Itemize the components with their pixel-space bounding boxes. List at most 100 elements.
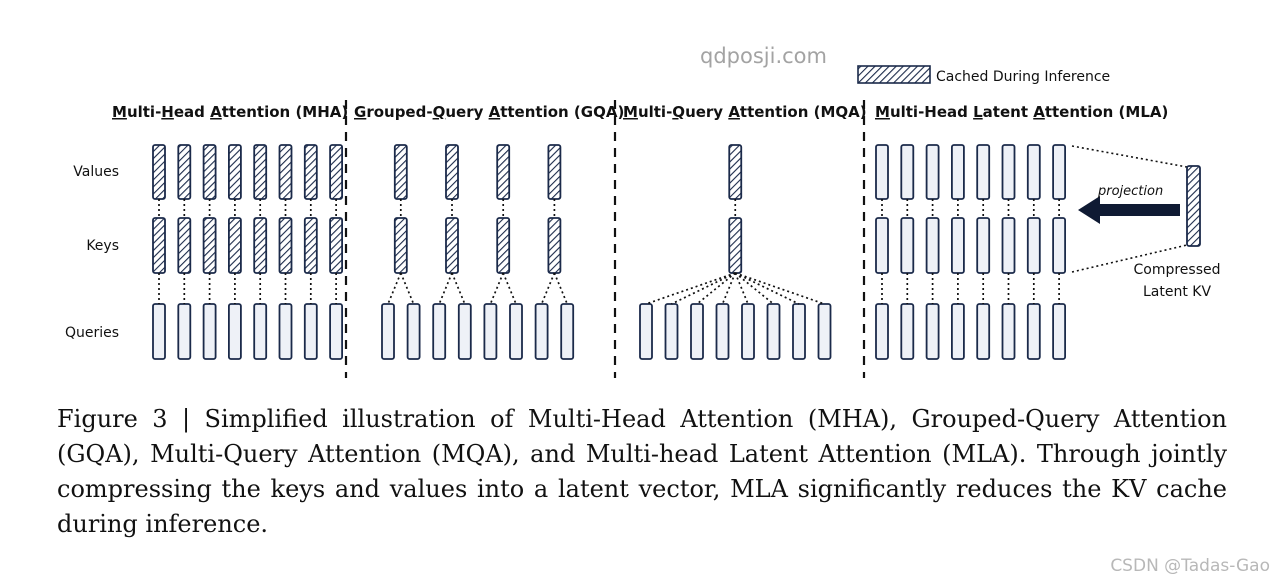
row-label-queries: Queries [65,325,119,341]
query-vector [715,303,730,360]
query-vector [951,303,965,360]
key-vector [329,217,344,274]
value-vector [393,144,408,200]
value-vector [329,144,344,200]
mqa-panel [639,144,832,360]
query-vector [1052,303,1066,360]
attention-diagram: Cached During Inference Multi-Head Atten… [65,65,1221,378]
query-vector [202,303,217,360]
query-vector [432,303,447,360]
query-vector [925,303,940,360]
value-vector [900,144,915,200]
value-vector [202,144,217,200]
key-vector [925,217,940,274]
value-vector [496,144,511,200]
key-vector [152,217,166,274]
key-query-link [734,272,749,305]
query-vector [560,303,575,360]
key-query-link [489,272,504,305]
value-vector [253,144,268,200]
value-vector [1052,144,1066,200]
latent-label-line2: Latent KV [1143,284,1211,300]
query-vector [976,303,991,360]
figure-caption: Figure 3 | Simplified illustration of Mu… [57,405,1227,538]
value-vector [152,144,166,200]
key-query-link [671,272,736,305]
key-query-link [734,272,825,305]
key-vector [976,217,991,274]
query-vector [1001,303,1016,360]
value-vector [445,144,459,200]
key-vector [445,217,459,274]
key-query-link [734,272,800,305]
value-vector [1026,144,1041,200]
query-vector [875,303,889,360]
mqa-title: Multi-Query Attention (MQA) [623,103,867,121]
query-vector [303,303,318,360]
query-vector [1026,303,1041,360]
query-vector [483,303,498,360]
key-query-link [645,272,736,305]
query-vector [406,303,421,360]
key-query-link [400,272,415,305]
key-vector [900,217,915,274]
key-vector [951,217,965,274]
legend: Cached During Inference [857,65,1110,85]
query-vector [177,303,192,360]
query-vector [329,303,344,360]
key-query-link [721,272,737,305]
key-query-link [696,272,736,305]
watermark-top: qdposji.com [700,44,827,68]
value-vector [547,144,562,200]
query-vector [741,303,755,360]
key-vector [202,217,217,274]
key-vector [253,217,268,274]
key-vector [875,217,889,274]
query-vector [457,303,472,360]
key-query-link [553,272,568,305]
query-vector [152,303,166,360]
query-vector [792,303,806,360]
mla-panel [875,144,1066,360]
legend-label: Cached During Inference [936,69,1110,85]
value-vector [951,144,965,200]
mla-compression: projection Compressed Latent KV [1071,145,1221,300]
query-vector [817,303,832,360]
key-vector [728,217,743,274]
query-vector [664,303,679,360]
value-vector [728,144,743,200]
key-query-link [451,272,466,305]
latent-kv-vector [1186,165,1201,247]
gqa-panel [381,144,575,360]
query-vector [509,303,523,360]
key-vector [1052,217,1066,274]
value-vector [1001,144,1016,200]
mla-title: Multi-Head Latent Attention (MLA) [875,103,1168,121]
mha-panel [152,144,344,360]
value-vector [925,144,940,200]
projection-guide-top [1071,145,1188,168]
key-vector [496,217,511,274]
value-vector [278,144,293,200]
key-vector [303,217,318,274]
key-query-link [502,272,517,305]
row-label-keys: Keys [86,238,119,254]
key-vector [177,217,192,274]
projection-arrow [1078,196,1180,224]
key-vector [1001,217,1016,274]
query-vector [227,303,242,360]
value-vector [177,144,192,200]
query-vector [278,303,293,360]
key-vector [1026,217,1041,274]
mha-title: Multi-Head Attention (MHA) [112,103,348,121]
row-label-values: Values [73,164,119,180]
key-query-link [438,272,453,305]
key-vector [547,217,562,274]
key-query-link [734,272,775,305]
query-vector [381,303,395,360]
key-query-link [387,272,402,305]
key-query-link [540,272,556,305]
query-vector [690,303,704,360]
query-vector [534,303,549,360]
query-vector [900,303,915,360]
